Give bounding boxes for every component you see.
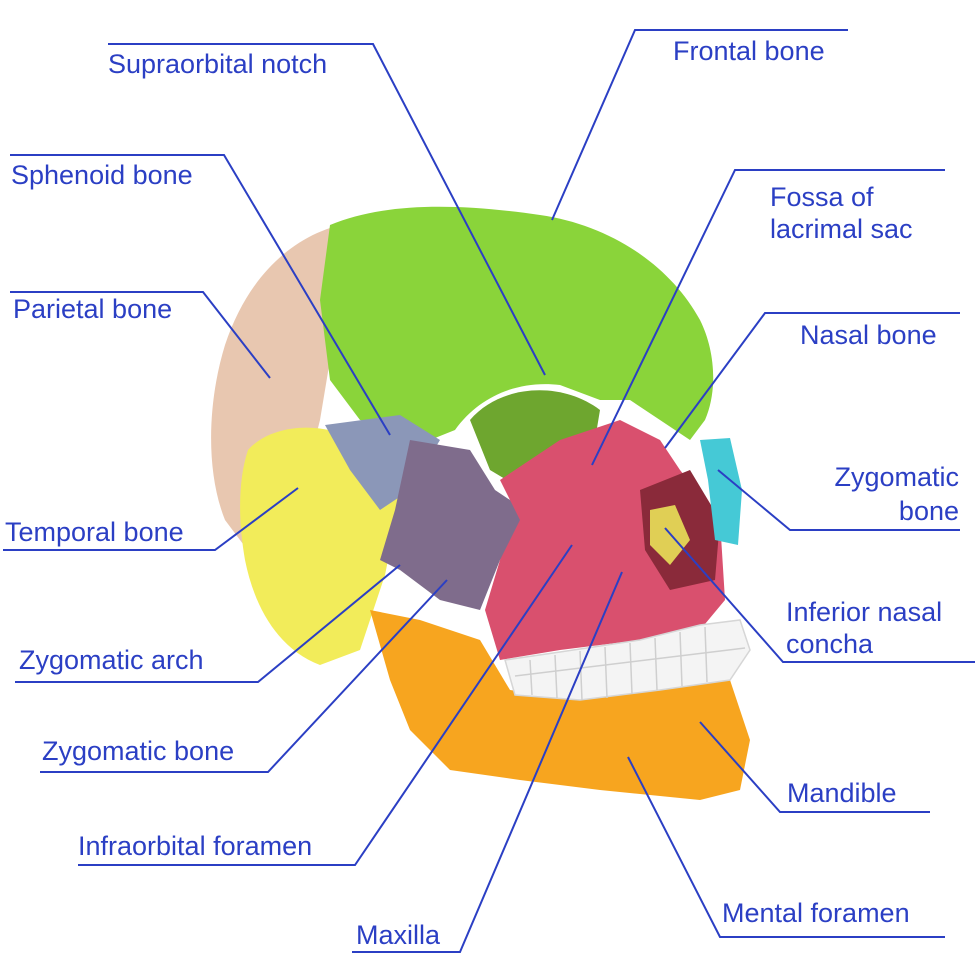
label-zygomatic-bone-right-line2: bone <box>898 496 959 526</box>
leader-temporal-bone <box>3 487 299 551</box>
leader-zygomatic-bone-left <box>40 579 448 773</box>
leader-mandible <box>699 721 930 813</box>
label-zygomatic-bone-left: Zygomatic bone <box>42 736 235 766</box>
leader-frontal-bone <box>551 29 848 221</box>
label-mental-foramen: Mental foramen <box>722 898 910 928</box>
leader-supraorbital-notch <box>108 43 546 376</box>
leader-mental-foramen <box>627 756 945 938</box>
leader-parietal-bone <box>10 291 271 379</box>
zygomatic-region <box>380 440 540 610</box>
tooth-lines <box>514 626 746 701</box>
label-supraorbital-notch: Supraorbital notch <box>108 49 328 79</box>
label-sphenoid-bone: Sphenoid bone <box>11 160 193 190</box>
label-parietal-bone: Parietal bone <box>13 294 173 324</box>
label-inferior-nasal-line1: Inferior nasal <box>786 597 943 627</box>
label-zygomatic-bone-right-line1: Zygomatic <box>834 462 959 492</box>
leader-zygomatic-arch <box>15 564 401 683</box>
label-mandible: Mandible <box>787 778 897 808</box>
frontal-region <box>320 206 714 440</box>
label-maxilla: Maxilla <box>356 920 441 950</box>
nasal-region <box>700 438 742 545</box>
label-nasal-bone: Nasal bone <box>800 320 937 350</box>
teeth-region <box>504 619 751 701</box>
label-fossa-line2: lacrimal sac <box>770 214 913 244</box>
label-fossa-line1: Fossa of <box>770 182 874 212</box>
skull <box>211 206 751 800</box>
temporal-region <box>240 427 400 665</box>
label-temporal-bone: Temporal bone <box>5 517 184 547</box>
leader-infraorbital-foramen <box>78 544 573 866</box>
label-zygomatic-arch: Zygomatic arch <box>19 645 204 675</box>
label-infraorbital-foramen: Infraorbital foramen <box>78 831 313 861</box>
label-frontal-bone: Frontal bone <box>673 36 825 66</box>
leader-lines <box>3 29 975 953</box>
leader-maxilla <box>352 571 623 953</box>
leader-zygomatic-bone-right <box>717 469 960 531</box>
leader-inferior-nasal-concha <box>664 527 975 663</box>
mandible-region <box>370 610 750 800</box>
leader-nasal-bone <box>664 312 960 449</box>
leader-fossa-lacrimal-sac <box>591 169 945 466</box>
label-inferior-nasal-line2: concha <box>786 629 874 659</box>
leader-sphenoid-bone <box>10 154 391 436</box>
